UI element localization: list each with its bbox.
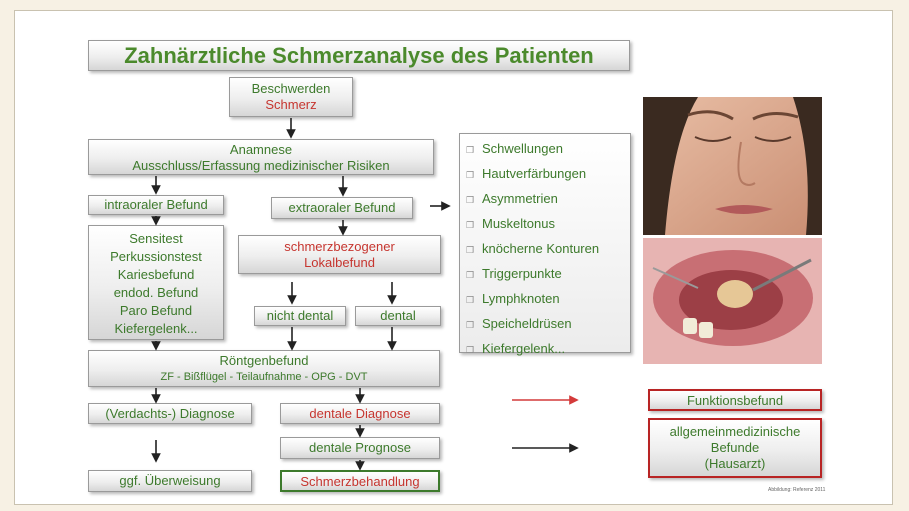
pain-label: Schmerz (265, 97, 317, 112)
suspected-diagnosis-box: (Verdachts-) Diagnose (88, 403, 252, 424)
history-box: Anamnese Ausschluss/Erfassung medizinisc… (88, 139, 434, 175)
test-tmj: Kiefergelenk... (114, 321, 198, 336)
finding-item: ❒Asymmetrien (466, 187, 624, 212)
finding-item: ❒Kiefergelenk... (466, 337, 624, 362)
checkbox-bullet-icon: ❒ (466, 270, 475, 280)
finding-item: ❒Lymphknoten (466, 287, 624, 312)
test-sensitest: Sensitest (129, 231, 183, 246)
referral-box: ggf. Überweisung (88, 470, 252, 492)
general-findings-line1: allgemeinmedizinische (669, 424, 801, 439)
dental-box: dental (355, 306, 441, 326)
general-findings-line2: Befunde (710, 440, 760, 455)
patient-face-photo (643, 97, 822, 235)
history-label: Anamnese (229, 142, 293, 157)
finding-item: ❒Muskeltonus (466, 212, 624, 237)
non-dental-box: nicht dental (254, 306, 346, 326)
finding-item: ❒Triggerpunkte (466, 262, 624, 287)
finding-item: ❒knöcherne Konturen (466, 237, 624, 262)
image-credit: Abbildung: Referenz 2011 (768, 487, 826, 493)
checkbox-bullet-icon: ❒ (466, 145, 475, 155)
xray-label: Röntgenbefund (219, 353, 309, 368)
function-findings-box: Funktionsbefund (648, 389, 822, 411)
checkbox-bullet-icon: ❒ (466, 245, 475, 255)
finding-item: ❒Hautverfärbungen (466, 162, 624, 187)
finding-item: ❒Speicheldrüsen (466, 312, 624, 337)
test-perio: Paro Befund (119, 303, 193, 318)
pain-local-findings-box: schmerzbezogener Lokalbefund (238, 235, 441, 274)
complaints-box: Beschwerden Schmerz (229, 77, 353, 117)
extraoral-findings-list: ❒Schwellungen ❒Hautverfärbungen ❒Asymmet… (459, 133, 631, 356)
extraoral-findings-box: extraoraler Befund (271, 197, 413, 219)
xray-findings-box: Röntgenbefund ZF - Bißflügel - Teilaufna… (88, 350, 440, 387)
history-sub-label: Ausschluss/Erfassung medizinischer Risik… (132, 158, 390, 173)
checkbox-bullet-icon: ❒ (466, 320, 475, 330)
checkbox-bullet-icon: ❒ (466, 195, 475, 205)
complaints-label: Beschwerden (251, 81, 331, 96)
test-endodontic: endod. Befund (113, 285, 199, 300)
general-findings-box: allgemeinmedizinische Befunde (Hausarzt) (648, 418, 822, 478)
checkbox-bullet-icon: ❒ (466, 170, 475, 180)
xray-methods: ZF - Bißflügel - Teilaufnahme - OPG - DV… (160, 371, 368, 383)
checkbox-bullet-icon: ❒ (466, 220, 475, 230)
intraoral-clinical-photo (643, 238, 822, 364)
test-caries: Kariesbefund (117, 267, 195, 282)
intraoral-tests-box: Sensitest Perkussionstest Kariesbefund e… (88, 225, 224, 340)
general-findings-line3: (Hausarzt) (704, 456, 766, 471)
finding-item: ❒Schwellungen (466, 137, 624, 162)
pain-local-line2: Lokalbefund (304, 255, 375, 270)
diagram-title: Zahnärztliche Schmerzanalyse des Patient… (88, 40, 630, 71)
dental-prognosis-box: dentale Prognose (280, 437, 440, 459)
intraoral-findings-box: intraoraler Befund (88, 195, 224, 215)
pain-treatment-box: Schmerzbehandlung (280, 470, 440, 492)
checkbox-bullet-icon: ❒ (466, 345, 475, 355)
test-percussion: Perkussionstest (110, 249, 202, 264)
pain-local-line1: schmerzbezogener (284, 239, 395, 254)
checkbox-bullet-icon: ❒ (466, 295, 475, 305)
